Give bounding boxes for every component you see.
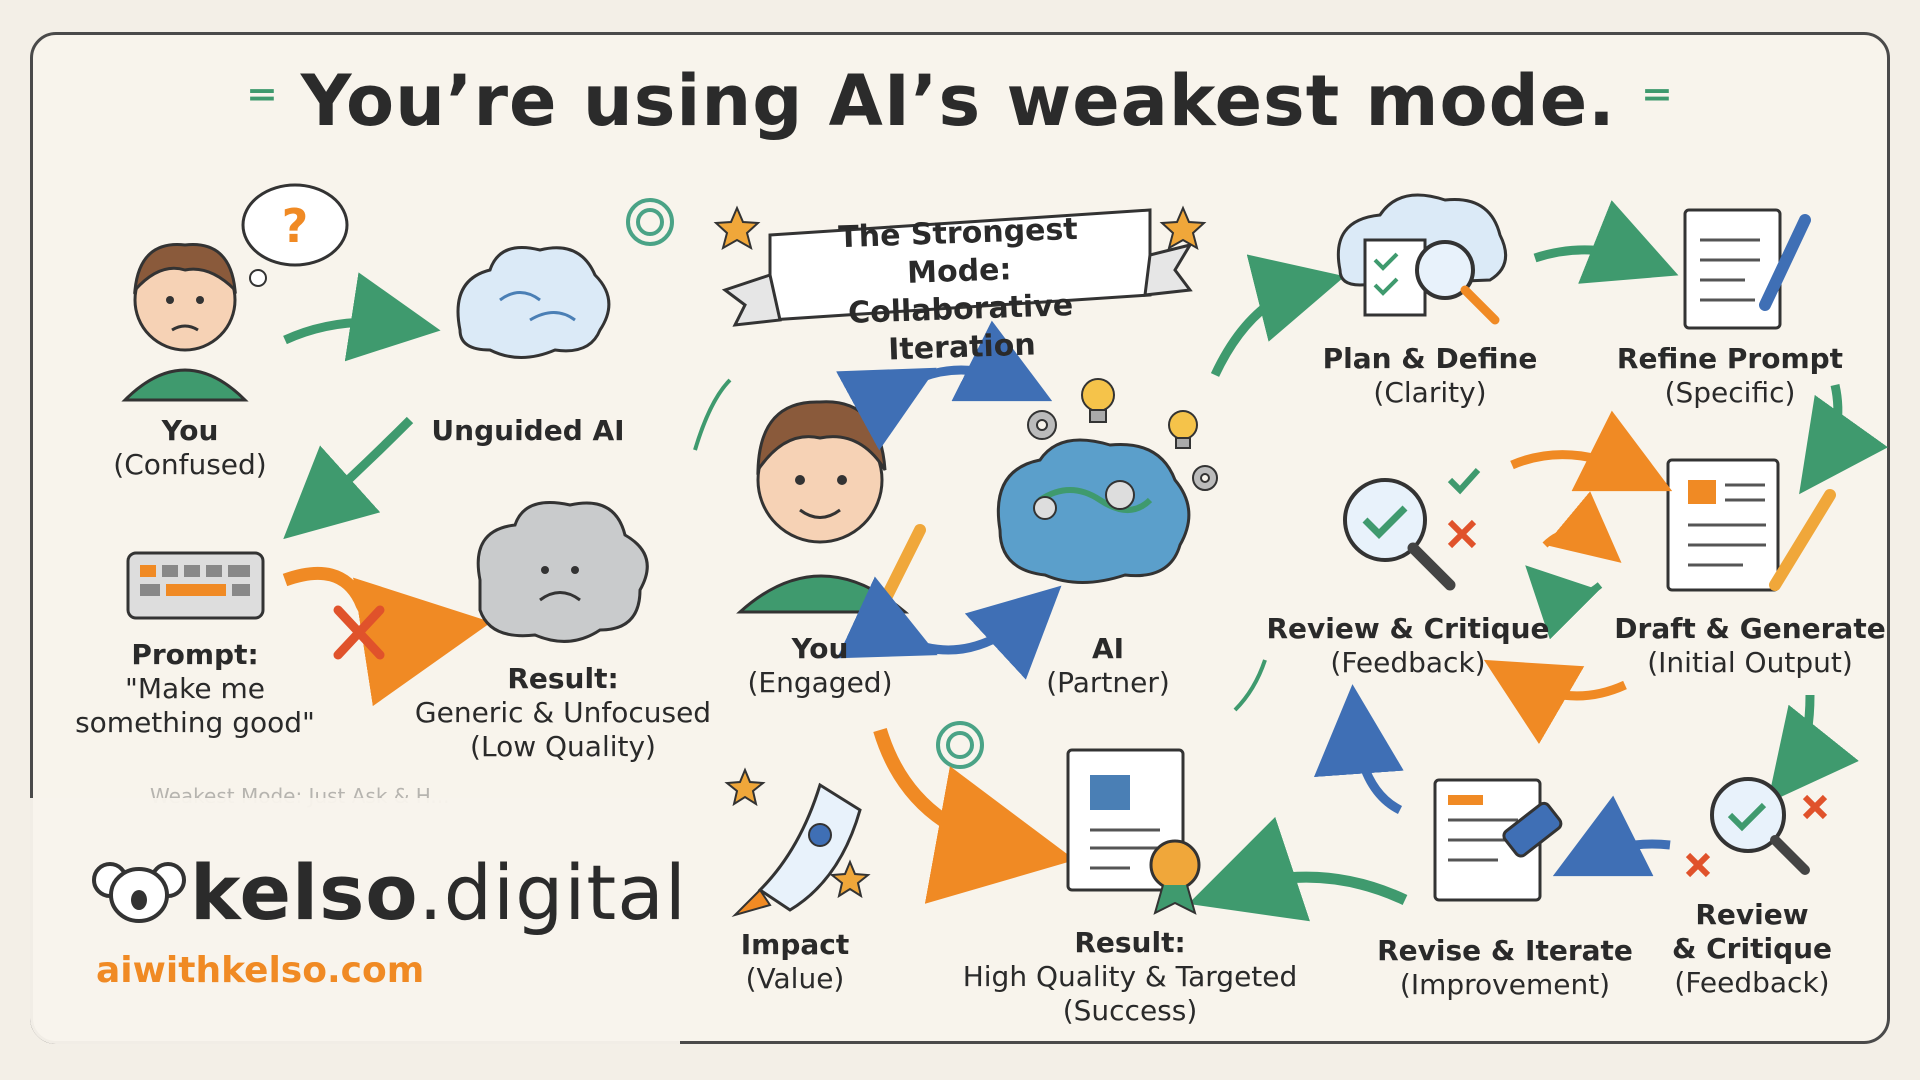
title-deco-right: ⁼ xyxy=(1641,70,1674,140)
brand-url-link[interactable]: aiwithkelso.com xyxy=(96,950,425,991)
arrow-draft-to-review-low xyxy=(1767,694,1859,804)
label-draft-generate: Draft & Generate (Initial Output) xyxy=(1614,612,1886,679)
label-result-low: Result: Generic & Unfocused (Low Quality… xyxy=(414,662,712,763)
banner-ribbon xyxy=(721,208,1194,327)
banner-line-2: Collaborative Iteration xyxy=(847,288,1074,368)
label-prompt: Prompt: "Make me something good" xyxy=(75,638,315,739)
rocket-icon xyxy=(731,782,862,918)
arrow-revise-to-result xyxy=(1188,816,1408,922)
notepad-icon xyxy=(1683,208,1811,330)
success-document-icon xyxy=(1066,748,1201,915)
cycle-icon xyxy=(1525,491,1622,640)
leaf-decoration-icon xyxy=(693,378,1267,712)
arrow-plan-to-refine xyxy=(1533,200,1679,284)
label-review-critique-mid: Review & Critique (Feedback) xyxy=(1266,612,1550,679)
unguided-brain-icon xyxy=(456,246,611,359)
arrow-sync-bottom xyxy=(837,576,1062,680)
brand-name-light: .digital xyxy=(418,848,687,937)
arrow-you-to-ai xyxy=(283,272,441,362)
label-review-critique-low: Review & Critique (Feedback) xyxy=(1671,898,1833,999)
label-impact: Impact (Value) xyxy=(740,928,850,995)
banner-title: The Strongest Mode: Collaborative Iterat… xyxy=(787,209,1132,373)
title-text: You’re using AI’s weakest mode. xyxy=(300,60,1616,142)
confused-person-icon xyxy=(121,243,249,402)
arrow-refine-to-draft xyxy=(1799,384,1888,495)
label-unguided-ai: Unguided AI xyxy=(431,414,625,447)
arrow-sync-top xyxy=(836,320,1053,451)
arrow-revise-to-review xyxy=(1313,684,1404,815)
brand-name: kelso.digital xyxy=(190,848,687,937)
arrow-prompt-to-result xyxy=(282,566,492,707)
label-result-high: Result: High Quality & Targeted (Success… xyxy=(962,926,1298,1027)
brand-name-bold: kelso xyxy=(190,848,419,937)
arrow-review-to-draft xyxy=(1510,410,1673,492)
keyboard-icon xyxy=(126,551,265,620)
arrow-ai-to-prompt xyxy=(283,416,414,540)
label-you-engaged: You (Engaged) xyxy=(747,632,893,699)
ai-brain-icon xyxy=(996,438,1191,584)
draft-document-icon xyxy=(1666,458,1836,592)
label-revise-iterate: Revise & Iterate (Improvement) xyxy=(1377,934,1633,1001)
low-quality-cloud-icon xyxy=(476,501,649,643)
banner-line-1: The Strongest Mode: xyxy=(837,211,1079,291)
title-deco-left: ⁼ xyxy=(246,70,301,140)
svg-text:?: ? xyxy=(282,199,309,253)
revise-document-icon xyxy=(1433,778,1563,902)
page-title: ⁼ You’re using AI’s weakest mode. ⁼ xyxy=(0,60,1920,142)
arrow-to-plan xyxy=(1210,254,1345,377)
review-low-magnifier-icon xyxy=(1685,777,1828,878)
engaged-person-icon xyxy=(736,400,926,616)
arrow-draft-to-review xyxy=(1483,659,1627,745)
plan-cloud-icon xyxy=(1336,193,1508,325)
arrow-to-result xyxy=(873,727,1076,904)
review-magnifier-icon xyxy=(1343,467,1481,591)
label-you-confused: You (Confused) xyxy=(113,414,267,481)
label-refine-prompt: Refine Prompt (Specific) xyxy=(1616,342,1844,409)
arrow-review-to-revise xyxy=(1552,795,1671,877)
label-ai-partner: AI (Partner) xyxy=(1046,632,1170,699)
lightbulb-icon xyxy=(1081,378,1198,449)
label-plan-define: Plan & Define (Clarity) xyxy=(1322,342,1538,409)
star-icon xyxy=(713,205,1207,899)
cross-icon xyxy=(333,605,385,660)
question-bubble-icon: ? xyxy=(241,183,349,287)
